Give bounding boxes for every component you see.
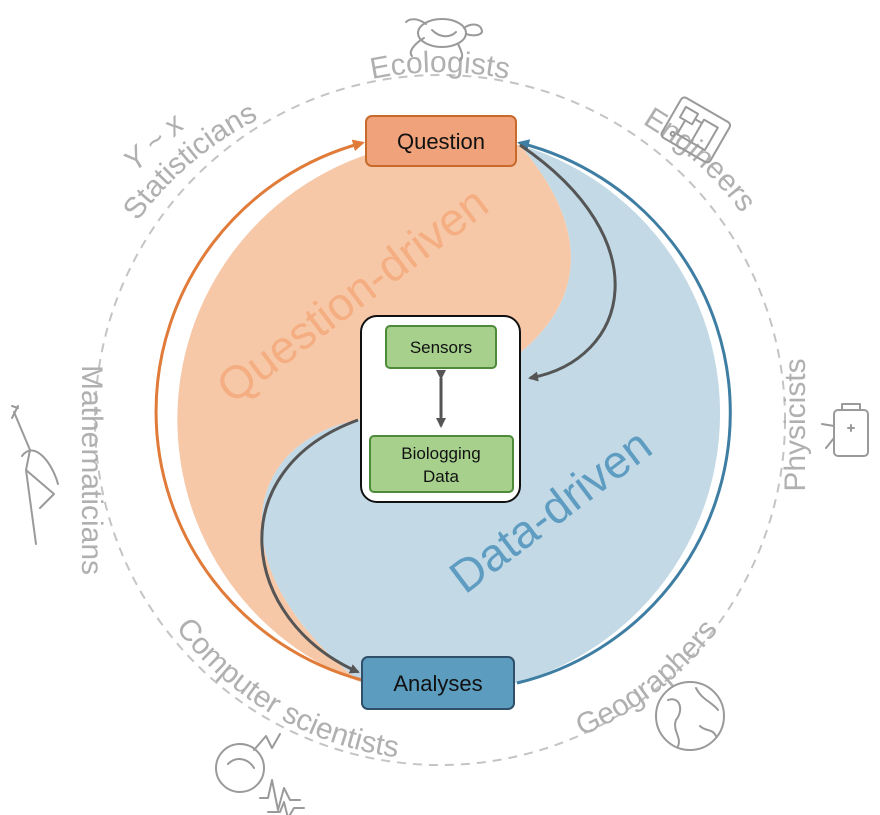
question-box xyxy=(365,115,517,167)
turtle-icon xyxy=(405,18,483,61)
biologging-label-line1: Biologging xyxy=(401,444,480,463)
question-driven-arc-arrow xyxy=(154,139,365,682)
function-plot-icon xyxy=(11,405,59,545)
globe-icon xyxy=(655,681,725,751)
biologging-label-line2: Data xyxy=(423,467,459,486)
mathematicians-label: Mathematicians xyxy=(75,365,108,575)
analyses-label: Analyses xyxy=(393,671,482,696)
question-to-inner-arrow xyxy=(519,143,617,382)
biologging-data-box xyxy=(369,435,514,493)
sensors-label: Sensors xyxy=(410,338,472,357)
inner-to-analyses-arrow xyxy=(260,418,360,674)
battery-icon xyxy=(821,403,869,457)
ecologists-label: Ecologists xyxy=(367,46,512,86)
physicists-label: Physicists xyxy=(779,358,812,491)
data-driven-arc-arrow xyxy=(516,139,732,685)
analyses-box xyxy=(361,656,515,710)
brain-signal-icon xyxy=(215,733,305,815)
circuit-board-icon xyxy=(660,96,732,164)
outer-dashed-ring xyxy=(94,74,786,766)
sensors-box xyxy=(385,325,497,369)
question-label: Question xyxy=(397,129,485,154)
